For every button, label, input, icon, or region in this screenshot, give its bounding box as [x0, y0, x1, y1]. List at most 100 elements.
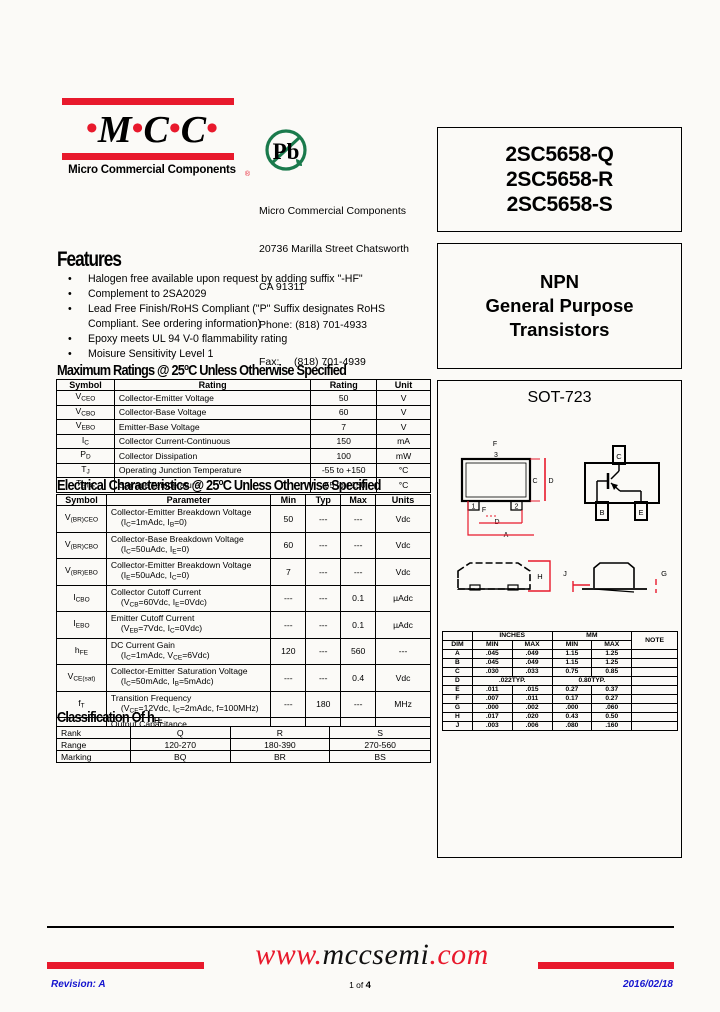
- cell-units: Vdc: [375, 505, 431, 533]
- cell-typ: ---: [305, 637, 342, 665]
- package-end-view: J G: [563, 562, 667, 593]
- cell-rating: Operating Junction Temperature: [113, 462, 312, 478]
- cell-symbol: IEBO: [56, 611, 107, 639]
- cell-symbol: IC: [56, 433, 115, 449]
- cell-dim: C: [442, 667, 473, 677]
- desc-line-2: General Purpose: [485, 295, 634, 316]
- cell-min: ---: [270, 664, 307, 692]
- cell-unit: mA: [376, 433, 431, 449]
- company-address: Micro Commercial Components 20736 Marill…: [259, 180, 409, 394]
- lead-free-pb-icon: Pb: [262, 128, 310, 176]
- cell-symbol: V(BR)CBO: [56, 531, 107, 559]
- package-drawing: 1 2 3 F C D F D A: [457, 441, 667, 593]
- dim-row: J.003.006.080.160: [442, 721, 678, 731]
- date-stamp: 2016/02/18: [622, 979, 673, 990]
- cell-unit: V: [376, 404, 431, 420]
- logo-bar-bottom: ®: [62, 153, 250, 178]
- cell-note: [631, 721, 678, 731]
- col-parameter: Parameter: [105, 494, 272, 506]
- cell-dim: B: [442, 658, 473, 668]
- cell-in-min: .030: [471, 667, 513, 677]
- cell-units: µAdc: [375, 611, 431, 639]
- svg-text:F: F: [493, 441, 497, 448]
- cell-note: [631, 694, 678, 704]
- logo-wordmark: •M•C•C•: [85, 109, 219, 151]
- col-min: Min: [270, 494, 307, 506]
- part-number-2: 2SC5658-R: [505, 168, 614, 191]
- cell-mm-max: 0.85: [591, 667, 633, 677]
- dim-group-header-row: INCHES MM NOTE: [442, 631, 678, 650]
- cell-parameter: Collector-Emitter Breakdown Voltage(IC=1…: [105, 505, 272, 533]
- cell-value: 7: [310, 419, 378, 435]
- cell-in-min: .007: [471, 694, 513, 704]
- dim-col-mm-max: MAX: [591, 640, 633, 650]
- col-typ: Typ: [305, 494, 342, 506]
- cell-parameter: Collector-Emitter Saturation Voltage(IC=…: [105, 664, 272, 692]
- svg-text:2: 2: [515, 504, 519, 511]
- cell-in-max: .002: [511, 703, 553, 713]
- svg-text:E: E: [638, 508, 643, 517]
- cell-note: [631, 712, 678, 722]
- trademark-symbol: ®: [244, 171, 250, 178]
- bullet-icon: •: [68, 273, 72, 285]
- cell-in-max: .006: [511, 721, 553, 731]
- cell-rating: Emitter-Base Voltage: [113, 419, 312, 435]
- address-line-3: CA 91311: [259, 280, 305, 293]
- website-url[interactable]: www.mccsemi.com: [205, 938, 539, 972]
- cell-symbol: TJ: [56, 462, 115, 478]
- cell-dim: G: [442, 703, 473, 713]
- cell-rank-r: BR: [229, 750, 331, 763]
- cell-in-max: .049: [511, 649, 553, 659]
- package-top-view: 1 2 3 F C D F D A: [460, 441, 554, 539]
- cell-rating: Storage Temperature: [113, 477, 312, 493]
- part-number-1: 2SC5658-Q: [505, 143, 614, 166]
- cell-typ: ---: [305, 584, 342, 612]
- part-number-3: 2SC5658-S: [506, 193, 613, 216]
- bullet-icon: •: [68, 288, 72, 301]
- cell-rating: Collector Current-Continuous: [113, 433, 312, 449]
- dim-row: G.000.002.000.060: [442, 703, 678, 713]
- cell-dim: A: [442, 649, 473, 659]
- footer-bar-right: [538, 962, 674, 969]
- col-symbol: Symbol: [56, 379, 115, 391]
- table-header-row: Symbol Parameter Min Typ Max Units: [56, 494, 431, 506]
- package-side-view: H: [457, 560, 551, 592]
- feature-item: •Epoxy meets UL 94 V-0 flammability rati…: [62, 332, 437, 346]
- url-www: www.: [255, 938, 323, 971]
- dim-group-mm: MM: [551, 631, 633, 641]
- url-domain: mccsemi: [322, 938, 430, 971]
- max-ratings-heading: Maximum Ratings @ 25oC Unless Otherwise …: [57, 362, 347, 379]
- revision-label: Revision: A: [51, 979, 106, 990]
- cell-in-min: .017: [471, 712, 513, 722]
- col-max: Max: [340, 494, 377, 506]
- cell-dim: E: [442, 685, 473, 695]
- cell-dim: F: [442, 694, 473, 704]
- svg-text:B: B: [599, 508, 604, 517]
- dim-col-in-max: MAX: [511, 640, 553, 650]
- cell-in-min: .003: [471, 721, 513, 731]
- cell-mm-min: 0.43: [551, 712, 593, 722]
- svg-text:Pb: Pb: [273, 139, 300, 164]
- svg-text:H: H: [537, 572, 542, 581]
- dim-col-note: NOTE: [631, 631, 678, 650]
- cell-value: 60: [310, 404, 378, 420]
- logo-bar-top: [62, 98, 234, 105]
- classification-heading: Classification Of hFE: [57, 710, 163, 726]
- svg-text:D: D: [548, 478, 553, 485]
- electrical-characteristics-table: Symbol Parameter Min Typ Max Units V(BR)…: [56, 494, 431, 745]
- cell-max: ---: [340, 690, 377, 718]
- cell-rating: Collector-Emitter Voltage: [113, 390, 312, 406]
- cell-unit: °C: [376, 477, 431, 493]
- cell-rating: Collector Dissipation: [113, 448, 312, 464]
- cell-typ: ---: [305, 664, 342, 692]
- cell-mm-max: 0.27: [591, 694, 633, 704]
